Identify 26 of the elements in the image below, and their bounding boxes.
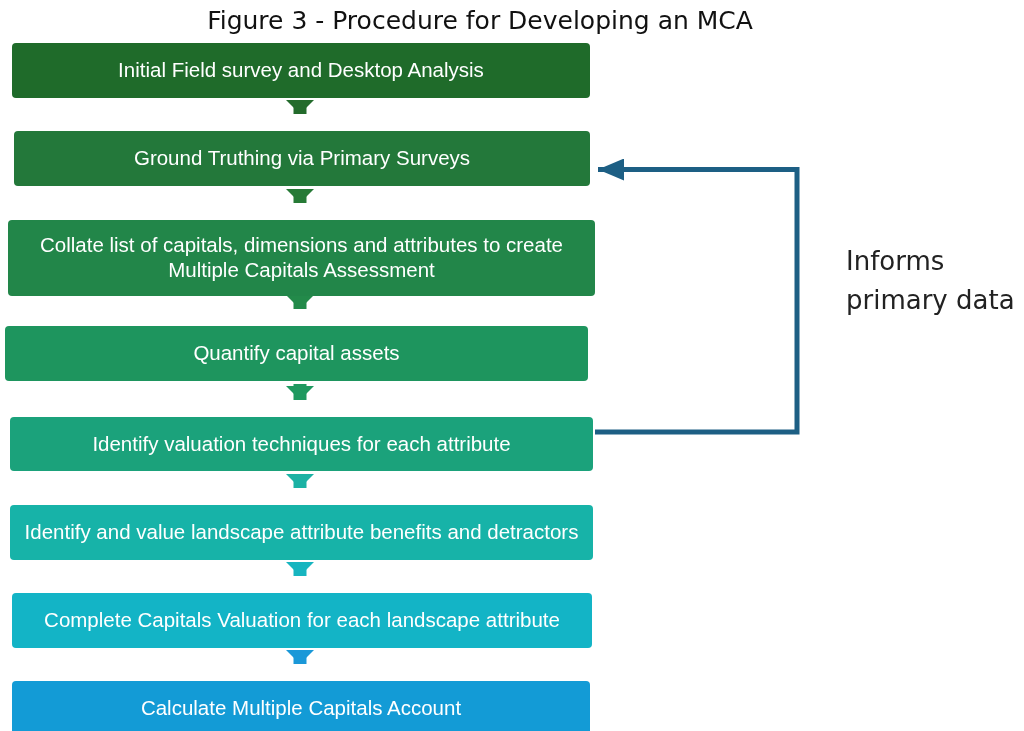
block-arrow — [286, 474, 314, 488]
process-box — [12, 593, 592, 648]
block-arrow — [286, 189, 314, 203]
diagram-title: Figure 3 - Procedure for Developing an MCA — [206, 6, 754, 35]
box-text: Identify valuation techniques for each attribute — [92, 431, 511, 457]
box-text: Initial Field survey and Desktop Analysis — [118, 58, 484, 83]
block-arrow — [286, 562, 314, 576]
box-text: Ground Truthing via Primary Surveys — [133, 146, 471, 171]
process-box — [8, 220, 595, 296]
feedback-arrow — [595, 158, 800, 435]
process-box — [14, 131, 590, 186]
process-box — [10, 417, 593, 471]
block-arrow — [286, 100, 314, 114]
block-arrow — [286, 650, 314, 664]
box-text: Quantify capital assets — [193, 341, 400, 366]
process-box — [10, 505, 593, 560]
process-box — [12, 43, 590, 98]
process-box — [12, 681, 590, 731]
edge-label: Informs primary data — [846, 245, 1016, 317]
box-text: Collate list of capitals, dimensions and attributes to create Multiple Capitals Assessment — [39, 233, 564, 283]
box-text: Complete Capitals Valuation for each landscape attribute — [44, 608, 560, 633]
block-arrow — [286, 384, 314, 400]
box-text: Calculate Multiple Capitals Account — [140, 695, 462, 721]
process-box — [5, 326, 588, 381]
block-arrow — [286, 295, 314, 309]
box-text: Identify and value landscape attribute benefits and detractors — [24, 520, 579, 545]
